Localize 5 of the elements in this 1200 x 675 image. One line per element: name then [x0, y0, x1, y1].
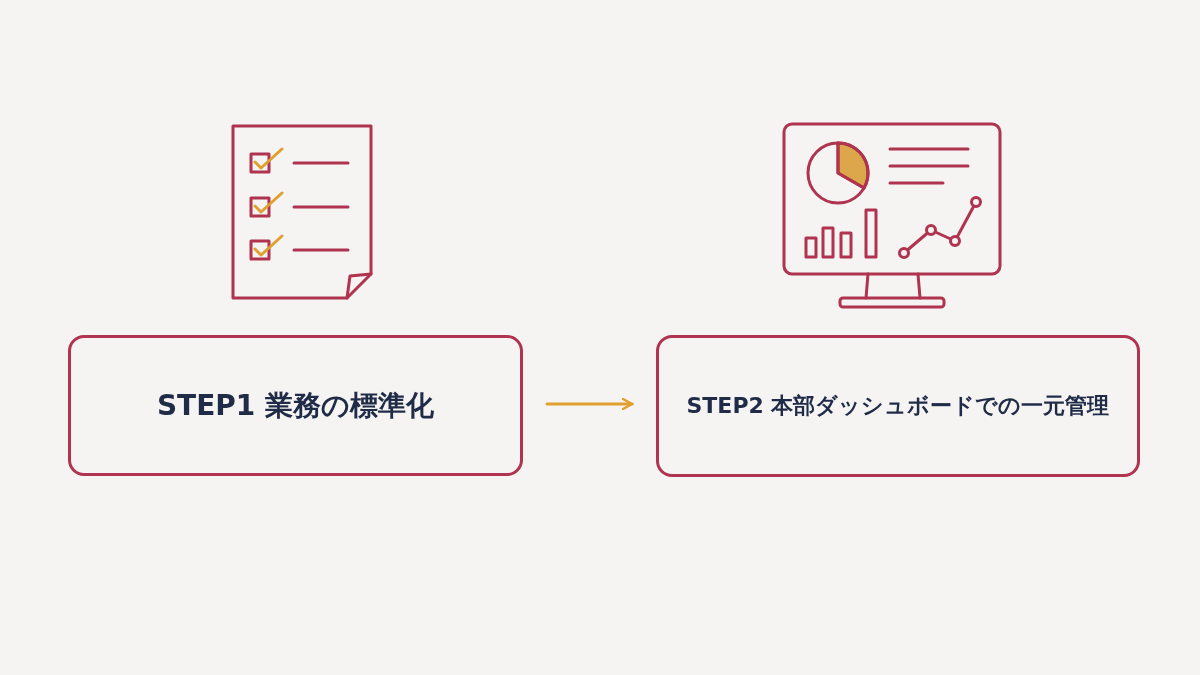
step-label: STEP1 業務の標準化	[156, 387, 435, 424]
arrow	[545, 397, 634, 411]
process-box	[656, 335, 1140, 477]
process-box	[68, 335, 523, 476]
step-label: STEP2 本部ダッシュボードでの一元管理	[686, 392, 1110, 420]
